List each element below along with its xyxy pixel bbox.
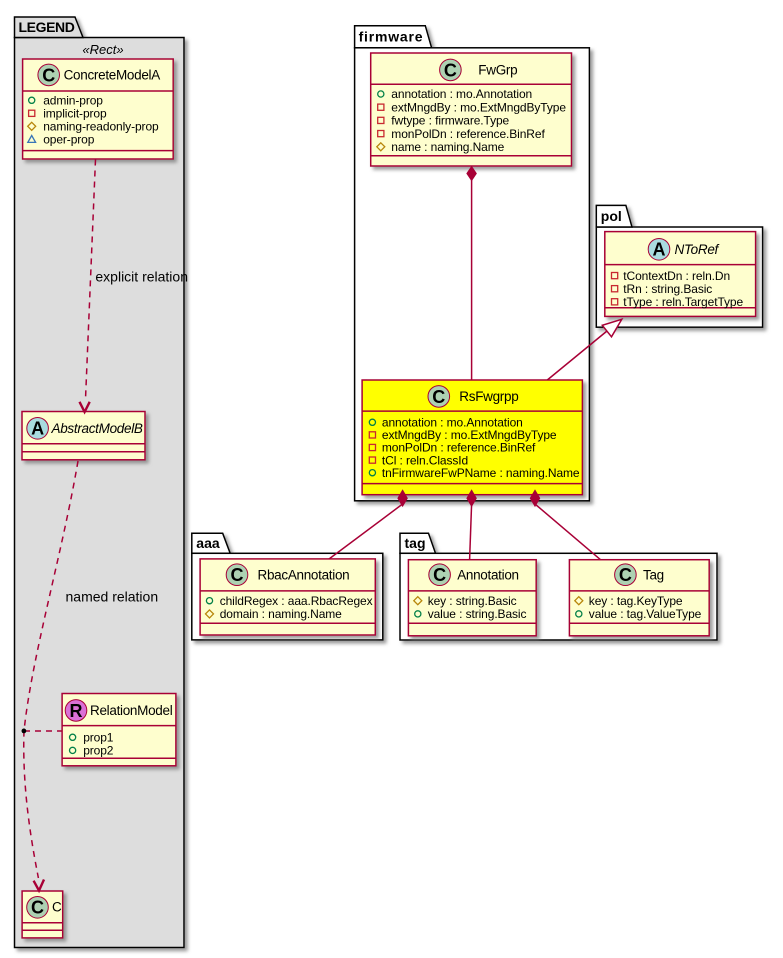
svg-text:C: C <box>433 565 446 585</box>
svg-text:tType : reln.TargetType: tType : reln.TargetType <box>623 295 743 309</box>
svg-text:AbstractModelB: AbstractModelB <box>51 421 143 436</box>
svg-text:annotation : mo.Annotation: annotation : mo.Annotation <box>391 87 532 101</box>
svg-text:ConcreteModelA: ConcreteModelA <box>64 68 161 83</box>
svg-text:domain : naming.Name: domain : naming.Name <box>220 607 342 621</box>
svg-text:tContextDn : reln.Dn: tContextDn : reln.Dn <box>623 269 730 283</box>
svg-text:naming-readonly-prop: naming-readonly-prop <box>43 120 159 134</box>
svg-text:C: C <box>231 565 244 585</box>
svg-text:extMngdBy : mo.ExtMngdByType: extMngdBy : mo.ExtMngdByType <box>382 428 557 442</box>
svg-text:firmware: firmware <box>359 29 424 45</box>
svg-text:RbacAnnotation: RbacAnnotation <box>258 568 350 583</box>
svg-text:tnFirmwareFwPName : naming.Nam: tnFirmwareFwPName : naming.Name <box>382 466 580 480</box>
svg-text:fwtype : firmware.Type: fwtype : firmware.Type <box>391 114 509 128</box>
svg-text:C: C <box>52 900 62 915</box>
svg-text:C: C <box>31 898 44 918</box>
svg-text:A: A <box>653 240 666 260</box>
svg-text:C: C <box>42 65 55 85</box>
svg-text:annotation : mo.Annotation: annotation : mo.Annotation <box>382 416 523 430</box>
svg-text:RsFwgrpp: RsFwgrpp <box>459 389 518 404</box>
svg-text:name : naming.Name: name : naming.Name <box>391 140 504 154</box>
svg-text:prop1: prop1 <box>83 731 114 745</box>
svg-text:childRegex : aaa.RbacRegex: childRegex : aaa.RbacRegex <box>220 594 373 608</box>
svg-text:FwGrp: FwGrp <box>478 63 517 78</box>
svg-text:A: A <box>31 419 44 439</box>
svg-text:C: C <box>619 565 632 585</box>
svg-text:RelationModel: RelationModel <box>90 703 173 718</box>
svg-text:LEGEND: LEGEND <box>19 19 75 35</box>
svg-text:Tag: Tag <box>643 568 664 583</box>
svg-text:«Rect»: «Rect» <box>82 42 123 57</box>
svg-text:tRn : string.Basic: tRn : string.Basic <box>623 282 712 296</box>
svg-text:implicit-prop: implicit-prop <box>43 107 107 121</box>
svg-text:Annotation: Annotation <box>457 568 519 583</box>
svg-text:monPolDn : reference.BinRef: monPolDn : reference.BinRef <box>391 127 545 141</box>
svg-text:extMngdBy : mo.ExtMngdByType: extMngdBy : mo.ExtMngdByType <box>391 100 566 114</box>
svg-text:pol: pol <box>601 208 622 224</box>
svg-text:aaa: aaa <box>196 535 220 551</box>
svg-text:key : string.Basic: key : string.Basic <box>428 594 517 608</box>
svg-text:tCl : reln.ClassId: tCl : reln.ClassId <box>382 453 468 467</box>
svg-text:R: R <box>70 701 83 721</box>
svg-text:monPolDn : reference.BinRef: monPolDn : reference.BinRef <box>382 441 536 455</box>
svg-text:named relation: named relation <box>66 589 159 605</box>
svg-text:NToRef: NToRef <box>675 242 720 257</box>
svg-text:value : string.Basic: value : string.Basic <box>428 607 527 621</box>
svg-text:C: C <box>432 387 445 407</box>
svg-text:key : tag.KeyType: key : tag.KeyType <box>589 594 683 608</box>
svg-text:explicit relation: explicit relation <box>95 269 188 285</box>
svg-text:tag: tag <box>405 535 426 551</box>
svg-text:oper-prop: oper-prop <box>43 133 95 147</box>
svg-text:C: C <box>444 60 457 80</box>
svg-text:admin-prop: admin-prop <box>43 94 103 108</box>
svg-text:value : tag.ValueType: value : tag.ValueType <box>589 607 702 621</box>
svg-text:prop2: prop2 <box>83 744 114 758</box>
